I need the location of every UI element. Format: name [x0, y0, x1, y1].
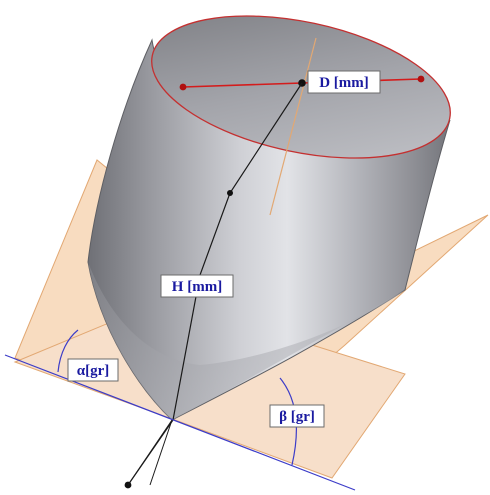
svg-text:D [mm]: D [mm] [319, 75, 369, 91]
tip-line-right [149, 419, 173, 486]
svg-text:α[gr]: α[gr] [77, 363, 110, 379]
diameter-endpoint-right [417, 75, 425, 83]
top-opening [151, 15, 451, 159]
beta-label: β [gr] [269, 404, 325, 428]
diameter-endpoint-left [179, 83, 187, 91]
cut-face [88, 262, 405, 420]
vertical-guide-line [269, 37, 317, 216]
axis-mid-point [227, 190, 233, 196]
alpha-label: α[gr] [67, 358, 119, 382]
alpha-angle-arc [57, 329, 79, 373]
diameter-label: D [mm] [307, 70, 381, 94]
height-label: H [mm] [160, 274, 234, 298]
ground-line [4, 354, 356, 491]
tip-line-left [127, 419, 173, 486]
svg-text:β [gr]: β [gr] [279, 409, 315, 425]
svg-text:H [mm]: H [mm] [172, 279, 222, 295]
